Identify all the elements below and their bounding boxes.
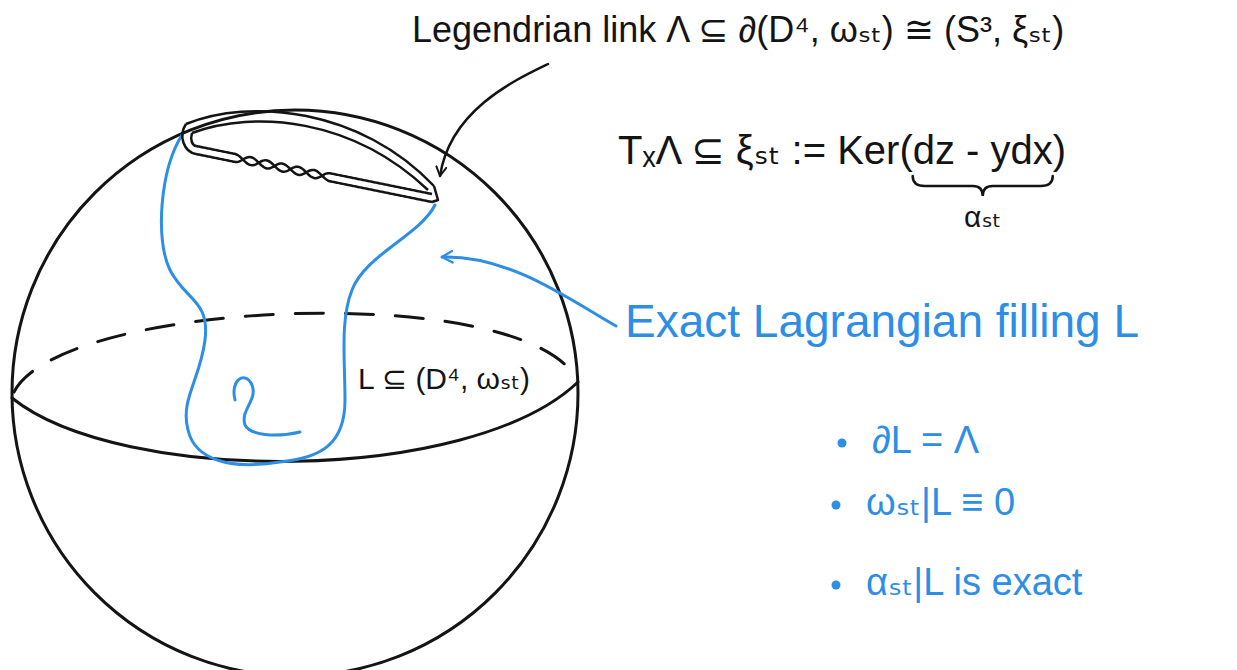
link-cap: [191, 133, 196, 146]
handle-curve: [234, 378, 300, 435]
link-cap: [182, 124, 196, 154]
lagrangian-filling: [161, 135, 435, 465]
condition-text: αₛₜ|L is exact: [866, 562, 1082, 604]
tangent-condition: TₓΛ ⊆ ξₛₜ := Ker(dz - ydx): [618, 128, 1066, 172]
link-strand: [192, 122, 428, 190]
filling-title: Exact Lagrangian filling L: [625, 296, 1139, 347]
leader-arrow: [440, 64, 548, 176]
link-twist-strand: [196, 154, 432, 202]
bullet-dot: [832, 580, 841, 589]
link-label: Legendrian link Λ ⊆ ∂(D⁴, ωₛₜ) ≅ (S³, ξₛ…: [412, 10, 1064, 50]
bullet-dot: [838, 438, 847, 447]
bullet-dot: [832, 500, 841, 509]
leader-arrow: [442, 257, 616, 326]
ball-outline: [12, 110, 578, 670]
filling-label: L ⊆ (D⁴, ωₛₜ): [358, 362, 530, 395]
link-cap: [432, 186, 438, 202]
contact-form-label: αₛₜ: [964, 200, 1001, 233]
underbrace: [913, 176, 1053, 196]
condition-text: ωₛₜ|L ≡ 0: [866, 482, 1015, 524]
condition-text: ∂L = Λ: [872, 420, 979, 462]
